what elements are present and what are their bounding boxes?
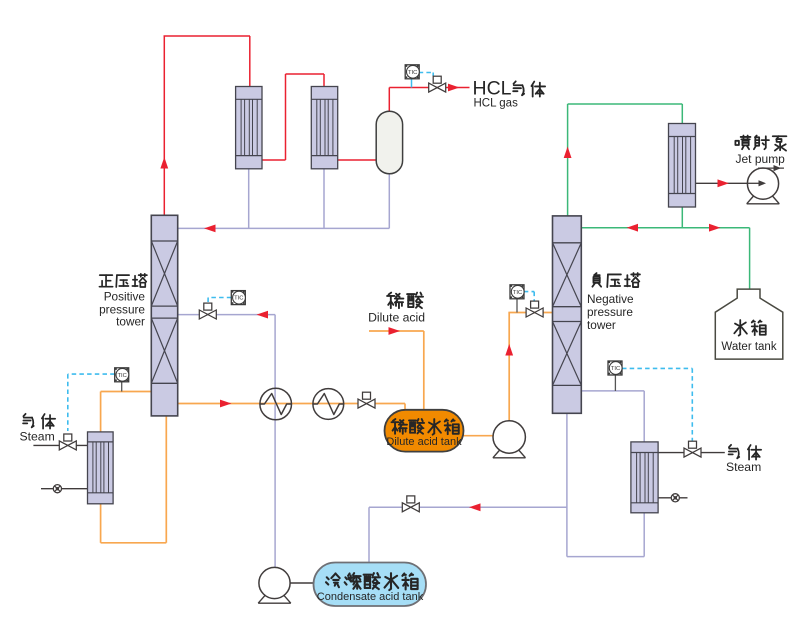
svg-text:tower: tower — [587, 318, 616, 332]
svg-text:TIC: TIC — [513, 290, 522, 296]
svg-text:TIC: TIC — [234, 296, 243, 302]
svg-text:Steam: Steam — [726, 460, 761, 474]
svg-text:Jet pump: Jet pump — [736, 152, 786, 166]
svg-text:pressure: pressure — [587, 305, 633, 319]
svg-text:Positive: Positive — [104, 289, 146, 303]
svg-text:Steam: Steam — [20, 430, 55, 444]
svg-text:Negative: Negative — [587, 292, 634, 306]
svg-text:TIC: TIC — [408, 70, 417, 76]
svg-text:Dilute acid tank: Dilute acid tank — [386, 436, 462, 448]
svg-text:pressure: pressure — [99, 302, 145, 316]
svg-text:TIC: TIC — [118, 373, 127, 379]
svg-text:HCL gas: HCL gas — [474, 98, 519, 110]
svg-text:Water tank: Water tank — [721, 341, 776, 353]
svg-text:TIC: TIC — [611, 366, 620, 372]
svg-text:Condensate acid tank: Condensate acid tank — [317, 591, 424, 603]
svg-text:tower: tower — [116, 315, 145, 329]
svg-text:HCL: HCL — [473, 78, 512, 100]
svg-text:Dilute acid: Dilute acid — [368, 311, 425, 325]
